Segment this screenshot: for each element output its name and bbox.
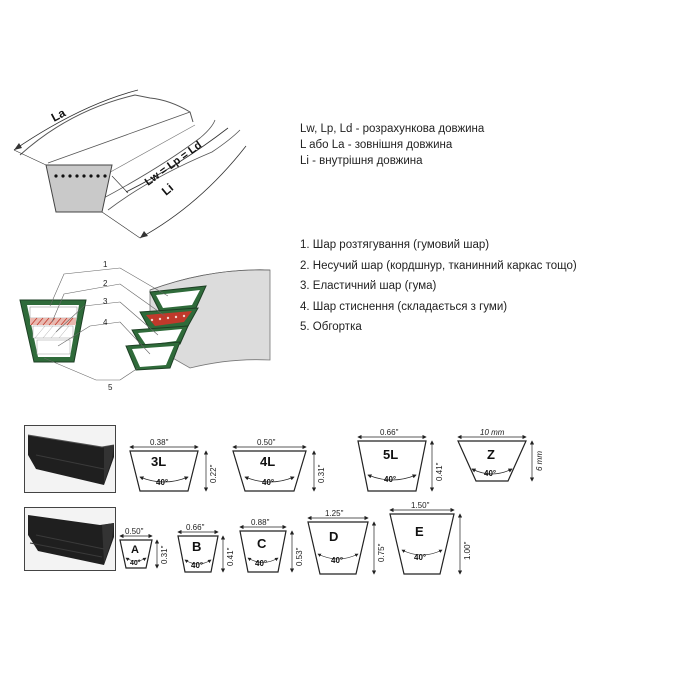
profile-b-height: 0.41" [226, 547, 235, 566]
profile-a-width: 0.50" [125, 527, 144, 536]
profile-3l: 0.38" 0.22" 3L 40° [129, 438, 218, 492]
belt-photo-classic [24, 507, 116, 571]
profile-a-name: A [131, 544, 139, 556]
left-cross-section [19, 299, 87, 363]
profile-e-height: 1.00" [463, 541, 472, 560]
callout-1: 1 [103, 260, 108, 269]
profile-4l-height: 0.31" [317, 464, 326, 483]
layer-legend: 1. Шар розтягування (гумовий шар) 2. Нес… [300, 235, 577, 338]
profile-a-angle: 40° [130, 559, 141, 567]
profile-5l-width: 0.66" [380, 428, 399, 437]
legend-design-length: Lw, Lp, Ld - розрахункова довжина [300, 123, 485, 135]
profile-z-angle: 40° [484, 469, 496, 478]
callout-5: 5 [108, 383, 113, 392]
layer-legend-1: 1. Шар розтягування (гумовий шар) [300, 239, 490, 251]
profile-3l-width: 0.38" [150, 438, 169, 447]
profile-c: 0.88" 0.53" C 40° [239, 518, 304, 573]
profiles-row-2: 0.50" 0.31" A 40° 0.66" 0.41" B 40° 0.88… [119, 501, 472, 575]
callout-3: 3 [103, 297, 108, 306]
profile-d-width: 1.25" [325, 509, 344, 518]
label-la: La [49, 106, 68, 125]
profile-z-name: Z [487, 447, 495, 462]
profile-b-name: B [192, 539, 201, 554]
layer-legend-5: 5. Обгортка [300, 321, 362, 333]
legend-inner-length: Li - внутрішня довжина [300, 155, 423, 167]
layer-legend-2: 2. Несучий шар (кордшнур, тканинний карк… [300, 259, 577, 272]
profile-4l-angle: 40° [262, 478, 274, 487]
profile-b-angle: 40° [191, 561, 203, 570]
profile-a-height: 0.31" [160, 545, 169, 564]
length-cross-section [45, 164, 113, 213]
profile-c-name: C [257, 536, 267, 551]
profile-c-height: 0.53" [295, 547, 304, 566]
profile-c-angle: 40° [255, 559, 267, 568]
profile-5l-angle: 40° [384, 475, 396, 484]
profile-4l-width: 0.50" [257, 438, 276, 447]
profile-3l-height: 0.22" [209, 464, 218, 483]
label-lw-lp-ld: Lw = Lp = Ld [143, 139, 204, 188]
profile-z-height: 6 mm [535, 451, 544, 471]
profile-e-width: 1.50" [411, 501, 430, 510]
exploded-layers [125, 285, 207, 371]
profile-4l: 0.50" 0.31" 4L 40° [232, 438, 326, 492]
legend-outer-length: L або La - зовнішня довжина [300, 139, 453, 151]
profile-d-height: 0.75" [377, 543, 386, 562]
profile-d-angle: 40° [331, 556, 343, 565]
profile-b-width: 0.66" [186, 523, 205, 532]
belt-layers-diagram: 1 2 3 4 5 [19, 260, 271, 392]
profile-a: 0.50" 0.31" A 40° [119, 527, 169, 569]
profile-3l-angle: 40° [156, 478, 168, 487]
profile-5l-name: 5L [383, 447, 398, 462]
profile-5l-height: 0.41" [435, 462, 444, 481]
profile-3l-name: 3L [151, 454, 166, 469]
profile-e-name: E [415, 524, 424, 539]
profile-e-angle: 40° [414, 553, 426, 562]
profile-d: 1.25" 0.75" D 40° [307, 509, 386, 575]
profile-e: 1.50" 1.00" E 40° [389, 501, 472, 575]
length-legend: Lw, Lp, Ld - розрахункова довжина L або … [300, 121, 484, 169]
profile-z: 10 mm 6 mm Z 40° [457, 428, 544, 482]
profile-c-width: 0.88" [251, 518, 270, 527]
profile-z-width: 10 mm [480, 428, 505, 437]
profile-5l: 0.66" 0.41" 5L 40° [357, 428, 444, 492]
callout-2: 2 [103, 279, 108, 288]
layer-legend-3: 3. Еластичний шар (гума) [300, 280, 437, 292]
profiles-row-1: 0.38" 0.22" 3L 40° 0.50" 0.31" 4L 40° 0.… [129, 428, 544, 492]
profile-b: 0.66" 0.41" B 40° [177, 523, 235, 573]
label-li: Li [159, 181, 176, 199]
layer-legend-4: 4. Шар стиснення (складається з гуми) [300, 300, 508, 313]
belt-length-diagram: La Lw = Lp = Ld Li [13, 89, 247, 239]
profile-d-name: D [329, 529, 338, 544]
callout-4: 4 [103, 318, 108, 327]
profile-4l-name: 4L [260, 454, 275, 469]
belt-photo-light-duty [24, 425, 116, 493]
cord-dots [54, 174, 107, 178]
